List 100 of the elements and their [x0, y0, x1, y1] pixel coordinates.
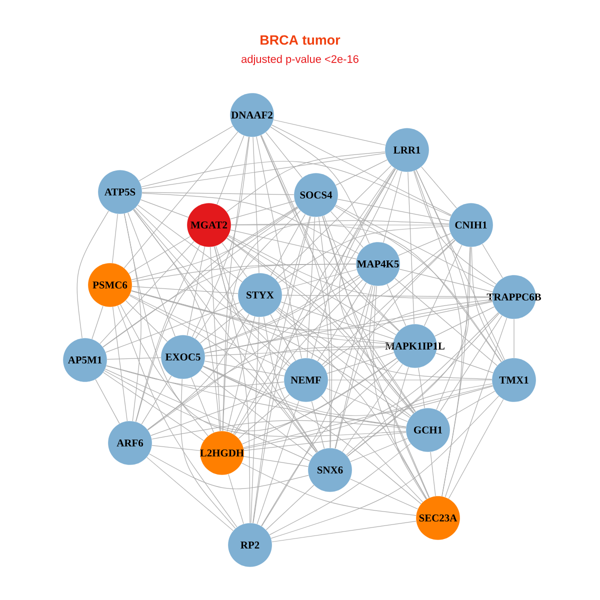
- gene-node: MGAT2: [187, 203, 231, 247]
- edge-line: [273, 120, 386, 146]
- edge-line: [436, 352, 494, 374]
- edge-line: [448, 399, 504, 499]
- edge-line: [228, 234, 492, 298]
- edge-line: [92, 306, 104, 340]
- edge-line: [135, 244, 200, 422]
- edge-line: [281, 269, 357, 290]
- edge-line: [311, 168, 396, 359]
- edge-line: [270, 314, 296, 361]
- edge-line: [347, 170, 469, 457]
- edge-line: [226, 238, 430, 498]
- edge-line: [128, 236, 190, 274]
- edge-line: [151, 420, 406, 440]
- edge-line: [226, 152, 386, 212]
- edge-line: [311, 401, 325, 449]
- gene-node: EXOC5: [161, 335, 205, 379]
- edge-line: [234, 280, 363, 436]
- edge-line: [202, 366, 422, 504]
- edge-line: [131, 290, 493, 330]
- edge-line: [260, 135, 400, 332]
- edge-line: [203, 170, 398, 350]
- edge-line: [418, 368, 425, 408]
- edge-line: [260, 135, 416, 412]
- edge-line: [394, 366, 426, 500]
- edge-line: [148, 454, 309, 490]
- edge-line: [324, 215, 400, 331]
- edge-line: [142, 152, 386, 190]
- edge-line: [342, 364, 403, 452]
- edge-line: [131, 290, 410, 418]
- edge-line: [318, 216, 332, 448]
- edge-line: [76, 210, 109, 338]
- edge-line: [326, 352, 394, 374]
- edge-line: [334, 206, 502, 362]
- edge-line: [350, 438, 408, 462]
- edge-line: [369, 286, 414, 414]
- edge-line: [134, 208, 394, 344]
- subtitle: adjusted p-value <2e-16: [242, 54, 358, 66]
- edge-line: [252, 168, 395, 524]
- edge-line: [95, 379, 120, 424]
- edge-line: [383, 171, 402, 243]
- edge-line: [416, 170, 505, 360]
- edge-line: [326, 388, 408, 422]
- gene-node: NEMF: [284, 358, 328, 402]
- edge-line: [434, 306, 494, 336]
- edge-line: [102, 264, 356, 348]
- edge-line: [124, 132, 238, 268]
- edge-line: [106, 357, 162, 360]
- edge-line: [202, 366, 494, 416]
- edge-line: [442, 246, 470, 497]
- edge-line: [256, 136, 302, 359]
- edge-line: [222, 242, 248, 278]
- edge-line: [270, 396, 500, 539]
- edge-line: [386, 284, 406, 326]
- edge-line: [350, 478, 418, 510]
- edge-line: [256, 400, 300, 524]
- edge-line: [263, 316, 318, 452]
- edge-line: [272, 520, 416, 542]
- edge-line: [266, 132, 302, 178]
- edge-line: [136, 206, 298, 422]
- edge-line: [210, 246, 222, 432]
- edge-line: [430, 452, 436, 496]
- edge-line: [203, 275, 360, 350]
- edge-line: [138, 204, 242, 282]
- edge-line: [102, 208, 298, 348]
- edge-line: [280, 302, 394, 340]
- edge-line: [112, 214, 118, 264]
- edge-line: [150, 387, 286, 436]
- edge-line: [120, 304, 208, 436]
- edge-line: [242, 358, 397, 444]
- edge-line: [278, 307, 492, 380]
- edge-line: [195, 210, 301, 339]
- edge-line: [230, 230, 357, 260]
- edge-line: [135, 207, 291, 365]
- edge-line: [180, 378, 236, 529]
- edge-line: [132, 286, 238, 294]
- edge-line: [271, 124, 452, 216]
- edge-line: [446, 390, 496, 420]
- edge-line: [147, 314, 250, 430]
- edge-line: [243, 385, 493, 448]
- edge-line: [204, 238, 454, 354]
- edge-line: [129, 295, 317, 453]
- gene-node: MAP4K5: [356, 242, 400, 286]
- edge-line: [226, 316, 256, 432]
- edge-line: [334, 285, 374, 449]
- edge-line: [278, 226, 450, 284]
- edge-line: [244, 456, 308, 467]
- edge-line: [230, 224, 502, 362]
- edge-line: [372, 286, 428, 500]
- edge-line: [230, 200, 295, 220]
- edge-line: [128, 212, 176, 337]
- gene-node: RP2: [228, 523, 272, 567]
- edge-line: [186, 246, 206, 336]
- edge-line: [106, 366, 284, 387]
- edge-line: [270, 214, 306, 276]
- edge-line: [276, 308, 412, 416]
- edge-line: [444, 318, 508, 498]
- edge-line: [204, 346, 394, 356]
- edge-line: [200, 370, 313, 457]
- edge-line: [133, 209, 317, 453]
